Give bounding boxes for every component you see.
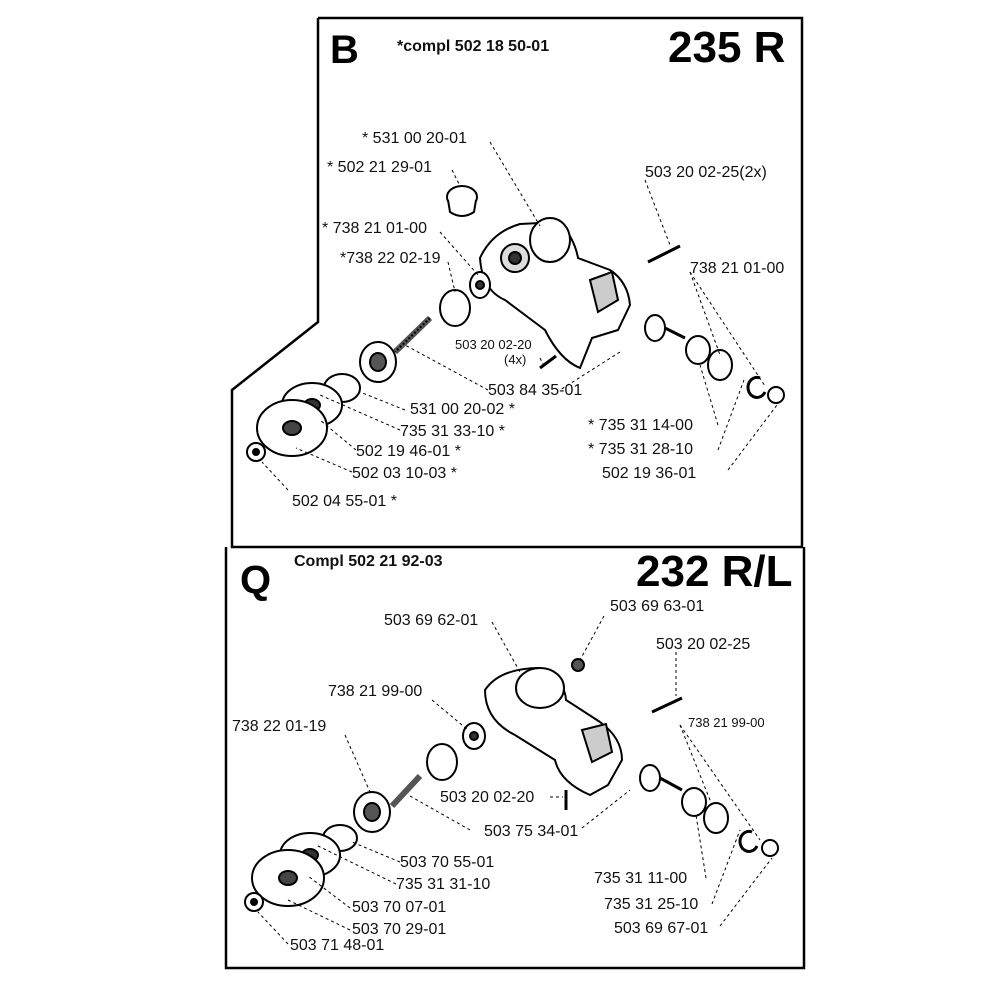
- part-label: 503 71 48-01: [290, 937, 385, 954]
- panel-b-leaders: [261, 141, 778, 491]
- part-label: 502 03 10-03 *: [352, 465, 457, 482]
- part-label: 503 70 07-01: [352, 899, 447, 916]
- part-label: 503 70 29-01: [352, 921, 447, 938]
- part-label: 503 69 62-01: [384, 612, 479, 629]
- panel-q-compl: Compl 502 21 92-03: [294, 553, 443, 570]
- part-label: 502 04 55-01 *: [292, 493, 397, 510]
- part-label: * 735 31 28-10: [588, 441, 693, 458]
- part-label: 503 20 02-25(2x): [645, 164, 767, 181]
- part-label: * 531 00 20-01: [362, 130, 467, 147]
- part-label: 503 69 63-01: [610, 598, 705, 615]
- panel-b-compl: *compl 502 18 50-01: [397, 38, 550, 55]
- part-label: 735 31 11-00: [594, 870, 688, 887]
- panel-q-gearhead: [244, 658, 779, 912]
- part-label: 503 84 35-01: [488, 382, 583, 399]
- part-label: 503 20 02-20: [440, 789, 535, 806]
- panel-q-model: 232 R/L: [636, 547, 793, 596]
- part-label: * 502 21 29-01: [327, 159, 432, 176]
- part-label: 502 19 46-01 *: [356, 443, 461, 460]
- part-label: 503 20 02-25: [656, 636, 751, 653]
- panel-q-letter: Q: [240, 558, 272, 602]
- part-label: 503 20 02-20: [455, 337, 532, 352]
- part-label: 503 70 55-01: [400, 854, 495, 871]
- part-label: 735 31 25-10: [604, 896, 699, 913]
- panel-b-gearhead: [246, 185, 785, 462]
- part-label: 531 00 20-02 *: [410, 401, 515, 418]
- panel-b-letter: B: [330, 28, 359, 72]
- part-label: 738 21 01-00: [690, 260, 785, 277]
- panel-q-frame: [224, 547, 806, 970]
- part-label: 738 21 99-00: [688, 715, 765, 730]
- part-label: 738 22 01-19: [232, 718, 327, 735]
- part-label: 738 21 99-00: [328, 683, 423, 700]
- part-label: * 735 31 14-00: [588, 417, 693, 434]
- part-label: (4x): [504, 352, 527, 367]
- part-label: *738 22 02-19: [340, 250, 441, 267]
- panel-b-model: 235 R: [668, 23, 786, 72]
- part-label: 735 31 31-10: [396, 876, 491, 893]
- panel-q-leaders: [257, 615, 773, 945]
- part-label: 735 31 33-10 *: [400, 423, 505, 440]
- panel-b-frame: [230, 16, 804, 549]
- part-label: 502 19 36-01: [602, 465, 697, 482]
- part-label: * 738 21 01-00: [322, 220, 427, 237]
- part-label: 503 69 67-01: [614, 920, 709, 937]
- part-label: 503 75 34-01: [484, 823, 579, 840]
